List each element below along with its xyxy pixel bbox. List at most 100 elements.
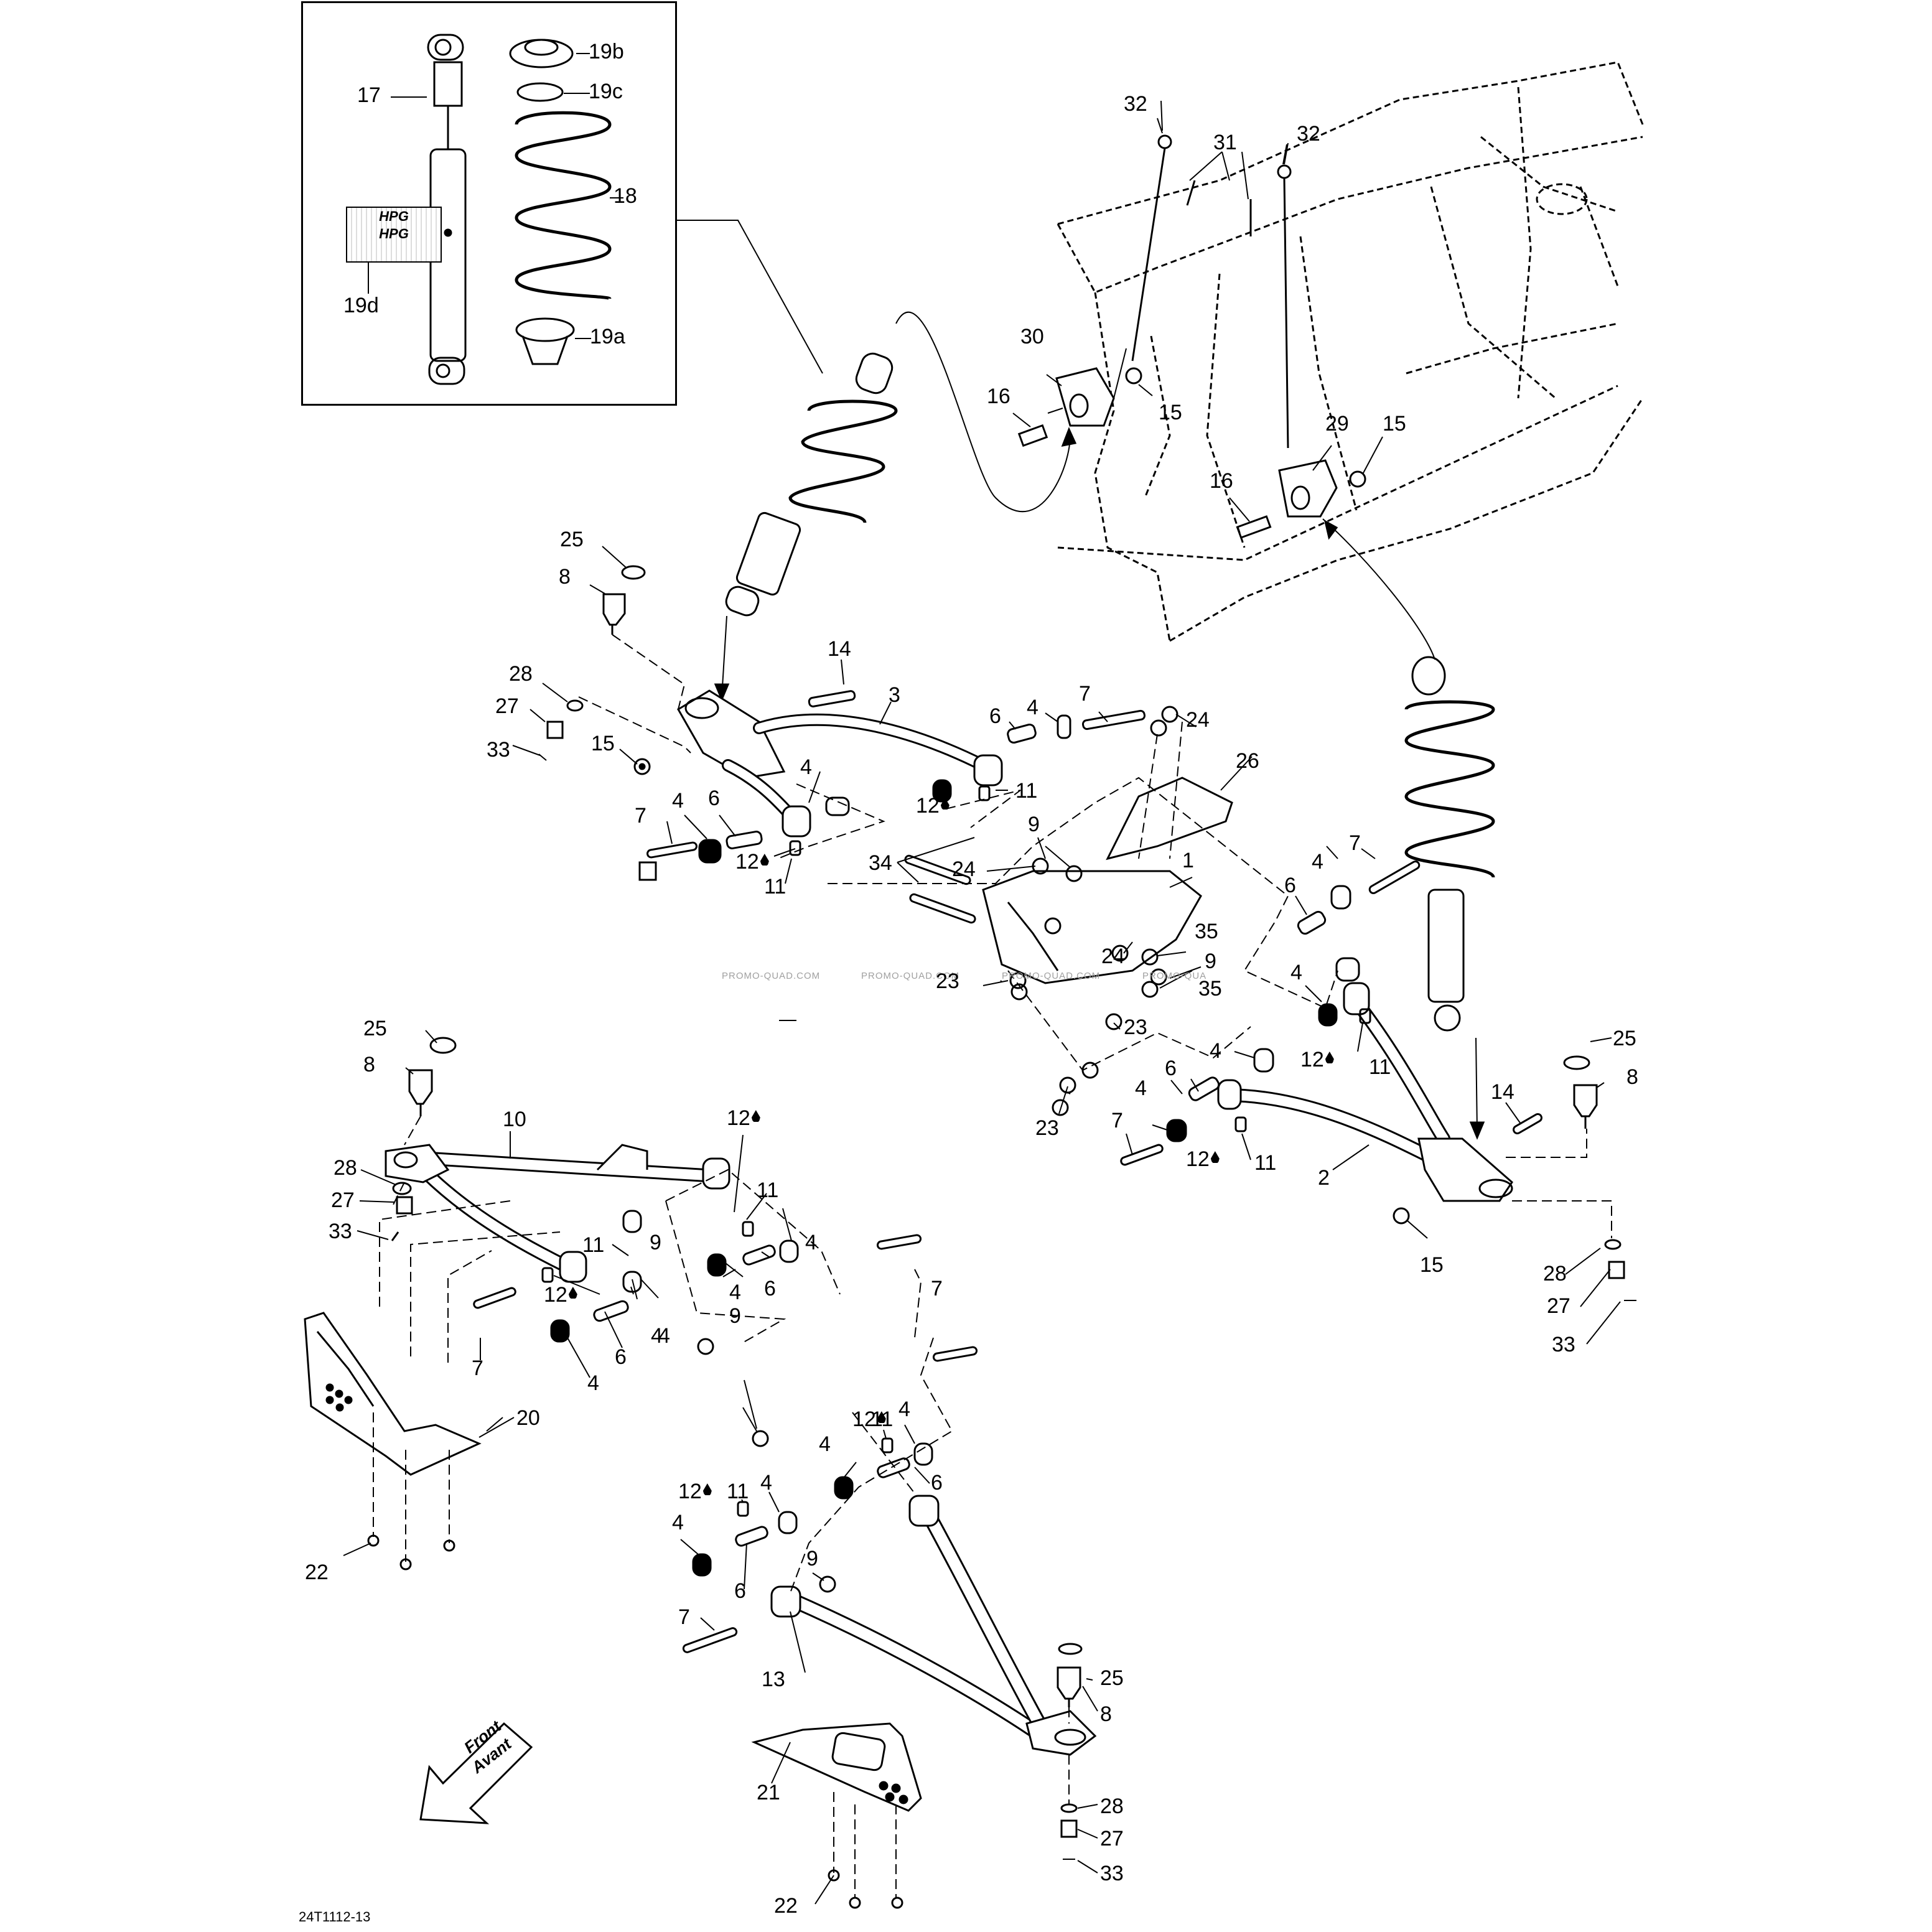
callout-number: 7 [1349,831,1361,855]
callout-22: 22 [305,1562,329,1583]
callout-number: 26 [1236,749,1259,773]
callout-number: 4 [1027,696,1038,719]
callout-number: 24 [1186,708,1210,732]
callout-number: 11 [1369,1055,1391,1079]
callout-25: 25 [363,1018,387,1039]
callout-number: 7 [472,1356,483,1380]
callout-6: 6 [931,1472,943,1493]
callout-7: 7 [1111,1110,1123,1131]
callout-number: 18 [614,184,637,208]
frame [1057,61,1644,642]
callout-4: 4 [898,1399,910,1420]
callout-number: 4 [1135,1076,1147,1100]
callout-number: 28 [1100,1794,1124,1818]
callout-number: 9 [806,1547,818,1570]
callout-number: 11 [727,1480,749,1503]
callout-30: 30 [1020,326,1044,347]
callout-16: 16 [987,386,1010,407]
grease-drop-icon [702,1483,712,1495]
callout-number: 4 [729,1281,741,1304]
callout-number: 4 [1210,1039,1221,1063]
callout-6: 6 [1284,875,1296,896]
callout-7: 7 [1349,833,1361,854]
callout-number: 12 [544,1283,567,1307]
callout-number: 7 [1111,1109,1123,1132]
callout-number: 33 [487,738,510,762]
callout-number: 31 [1213,131,1237,154]
callout-number: 4 [800,755,812,779]
callout-number: 29 [1325,412,1349,436]
callout-25: 25 [1613,1028,1636,1049]
callout-19a: 19a [590,326,625,347]
grease-drop-icon [568,1287,577,1299]
front-direction-arrow [419,1722,533,1824]
callout-11: 11 [1369,1057,1391,1078]
callout-number: 8 [1100,1702,1112,1726]
callout-4: 4 [1027,697,1038,718]
ball-joints [408,565,1598,1707]
callout-14: 14 [1491,1081,1514,1103]
callout-28: 28 [1543,1263,1567,1284]
watermark: PROMO-QUAD.COM [1002,971,1101,981]
callout-4: 4 [805,1232,817,1253]
grease-drop-icon [1325,1052,1334,1063]
callout-number: 24 [1101,945,1125,968]
callout-15: 15 [1159,402,1182,423]
callout-number: 11 [1254,1151,1277,1175]
callout-19b: 19b [589,41,624,62]
callout-13: 13 [762,1669,785,1690]
callout-number: 25 [363,1017,387,1040]
callout-20: 20 [516,1407,540,1429]
callout-24: 24 [952,859,976,880]
callout-24: 24 [1186,709,1210,730]
callout-number: 12 [735,850,759,874]
callout-12: 12 [678,1481,712,1502]
callout-number: 19c [589,80,623,103]
callout-7: 7 [931,1278,943,1299]
callout-12: 12 [852,1409,886,1430]
callout-28: 28 [1100,1796,1124,1817]
hpg-decal-text-2: HPG [379,226,409,241]
callout-25: 25 [1100,1668,1124,1689]
callout-31: 31 [1213,132,1237,153]
skid-plate-left [304,1312,482,1476]
callout-7: 7 [1079,683,1091,704]
callout-27: 27 [495,696,519,717]
callout-number: 28 [509,662,533,686]
callout-10: 10 [503,1109,526,1130]
callout-number: 6 [615,1345,627,1369]
callout-7: 7 [472,1358,483,1379]
lower-a-arm-front [770,1495,1097,1756]
callout-6: 6 [1165,1058,1177,1079]
watermark: PROMO-QUAD.COM [722,971,821,981]
callout-33: 33 [487,739,510,760]
callout-4: 4 [1210,1040,1221,1062]
callout-number: 10 [503,1108,526,1131]
callout-number: 6 [708,786,720,810]
callout-9: 9 [806,1548,818,1569]
callout-8: 8 [363,1054,375,1075]
callout-35: 35 [1195,921,1218,942]
callout-32: 32 [1124,93,1147,114]
callout-25: 25 [560,529,584,550]
callout-34: 34 [869,852,892,874]
callout-19d: 19d [343,295,379,316]
callout-number: 2 [1318,1166,1330,1190]
callout-number: 8 [363,1053,375,1076]
callout-9: 9 [1205,951,1216,972]
callout-number: 7 [931,1277,943,1300]
callout-number: 23 [1124,1015,1147,1039]
callout-number: 6 [989,704,1001,728]
callout-4: 4 [651,1325,663,1346]
callout-8: 8 [1626,1066,1638,1088]
callout-number: 17 [357,83,381,107]
callout-24: 24 [1101,946,1125,967]
callout-6: 6 [764,1278,776,1299]
callout-6: 6 [734,1580,746,1602]
callout-number: 4 [658,1324,670,1348]
callout-16: 16 [1210,470,1233,492]
callout-6: 6 [989,706,1001,727]
callout-number: 33 [1100,1862,1124,1885]
callout-number: 35 [1198,977,1222,1001]
